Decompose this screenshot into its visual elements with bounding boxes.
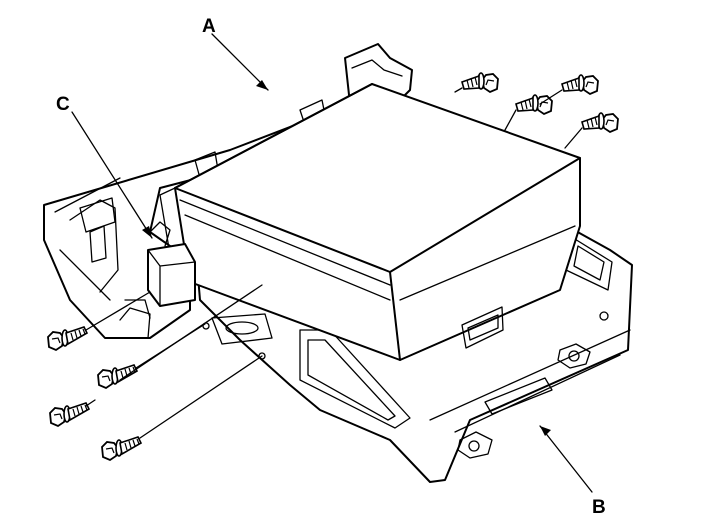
- bolt-rear-3: [539, 74, 599, 105]
- callout-label-a: A: [202, 16, 216, 37]
- connector-bracket-c: [147, 243, 196, 307]
- bolt-rear-4: [564, 112, 619, 149]
- bolt-rear-1: [454, 72, 499, 93]
- bolt-front-4: [101, 355, 263, 461]
- bolt-front-3: [49, 284, 263, 427]
- callout-label-c: C: [56, 94, 70, 115]
- callout-leader-b: [539, 425, 593, 493]
- bolt-rear-2: [504, 94, 553, 131]
- callout-leader-a: [211, 33, 269, 91]
- callout-label-b: B: [592, 497, 606, 518]
- callout-leader-c: [71, 111, 153, 239]
- bolt-front-1: [47, 291, 151, 351]
- main-unit-box: [149, 83, 581, 361]
